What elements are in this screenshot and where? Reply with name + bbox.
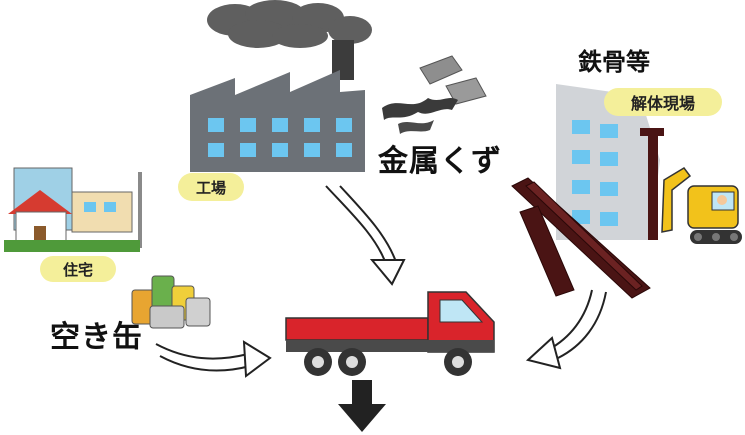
smoke-cloud-icon (207, 0, 372, 48)
down-arrow-icon (338, 380, 386, 432)
flow-arrow-cans (155, 340, 272, 378)
label-metal-scrap: 金属くず (378, 144, 502, 179)
metal-scrap-icon (382, 55, 487, 134)
excavator-icon (661, 167, 742, 244)
truck-icon (285, 291, 495, 376)
demolition-building-icon (556, 84, 664, 240)
steel-beam-icon (511, 177, 651, 299)
label-steel-frame: 鉄骨等 (578, 48, 650, 76)
flow-arrow-demolition (525, 289, 607, 370)
house-icon (4, 167, 142, 252)
label-factory: 工場 (178, 173, 244, 201)
label-housing: 住宅 (40, 256, 116, 282)
cans-icon (131, 275, 211, 329)
flow-arrow-factory (325, 185, 406, 286)
label-demolition-site: 解体現場 (604, 88, 722, 116)
label-empty-cans: 空き缶 (50, 320, 143, 355)
factory-icon (190, 40, 365, 172)
